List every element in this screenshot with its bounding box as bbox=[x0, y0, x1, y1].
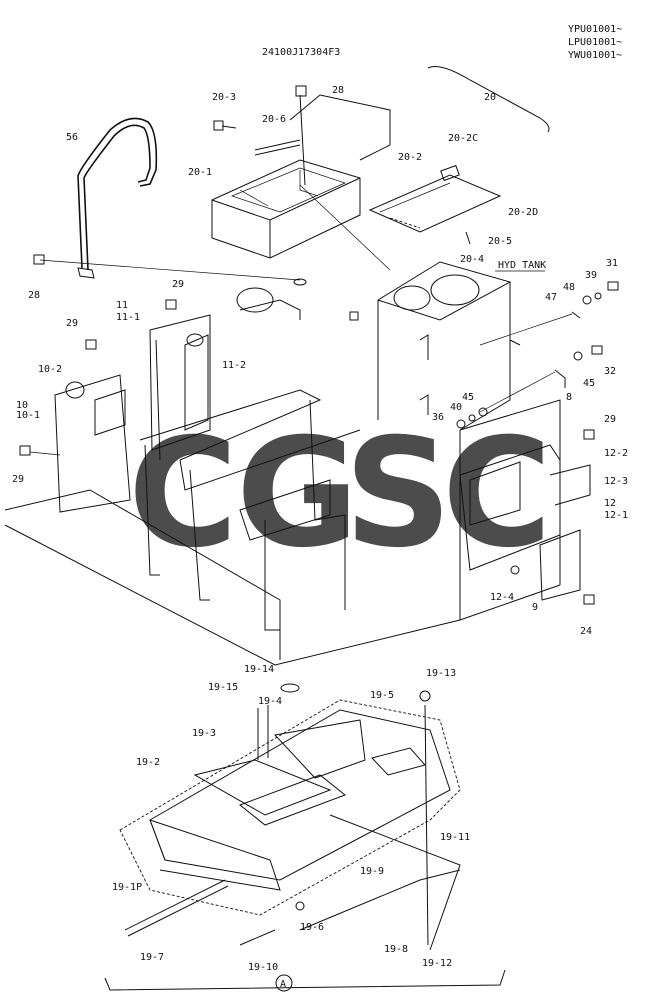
callout-19-7: 19-7 bbox=[140, 952, 164, 963]
callout-9: 9 bbox=[532, 602, 538, 613]
serial-number-3: YWU01001~ bbox=[568, 50, 622, 61]
callout-19-4: 19-4 bbox=[258, 696, 282, 707]
callout-12-1: 12-1 bbox=[604, 510, 628, 521]
view-a-marker bbox=[275, 974, 293, 992]
callout-28-left: 28 bbox=[28, 290, 40, 301]
callout-19-14: 19-14 bbox=[244, 664, 274, 675]
callout-19-15: 19-15 bbox=[208, 682, 238, 693]
callout-29-c: 29 bbox=[12, 474, 24, 485]
seat-assembly bbox=[104, 683, 506, 991]
callout-10: 10 bbox=[16, 400, 28, 411]
callout-48: 48 bbox=[563, 282, 575, 293]
callout-20-3: 20-3 bbox=[212, 92, 236, 103]
callout-20-5: 20-5 bbox=[488, 236, 512, 247]
callout-12: 12 bbox=[604, 498, 616, 509]
watermark: C G S C bbox=[128, 407, 552, 581]
callout-39: 39 bbox=[585, 270, 597, 281]
callout-19-9: 19-9 bbox=[360, 866, 384, 877]
battery-box-assembly bbox=[39, 85, 502, 286]
callout-20-2d: 20-2D bbox=[508, 207, 538, 218]
callout-19-3: 19-3 bbox=[192, 728, 216, 739]
callout-20: 20 bbox=[484, 92, 496, 103]
left-cover-panels bbox=[19, 299, 211, 513]
callout-45-mid: 45 bbox=[462, 392, 474, 403]
callout-20-4: 20-4 bbox=[460, 254, 484, 265]
callout-19-2: 19-2 bbox=[136, 757, 160, 768]
callout-8: 8 bbox=[566, 392, 572, 403]
callout-56: 56 bbox=[66, 132, 78, 143]
view-a-label: A bbox=[280, 979, 286, 990]
callout-10-2: 10-2 bbox=[38, 364, 62, 375]
callout-19-5: 19-5 bbox=[370, 690, 394, 701]
serial-number-2: LPU01001~ bbox=[568, 37, 622, 48]
callout-24: 24 bbox=[580, 626, 592, 637]
callout-29-d: 29 bbox=[604, 414, 616, 425]
callout-47: 47 bbox=[545, 292, 557, 303]
watermark-letter-2: G bbox=[236, 407, 359, 581]
watermark-letter-1: C bbox=[128, 407, 238, 581]
callout-29-b: 29 bbox=[66, 318, 78, 329]
callout-20-2c: 20-2C bbox=[448, 133, 478, 144]
callout-11-1: 11-1 bbox=[116, 312, 140, 323]
callout-10-1: 10-1 bbox=[16, 410, 40, 421]
hyd-tank-label: HYD TANK bbox=[498, 260, 546, 271]
callout-19-13: 19-13 bbox=[426, 668, 456, 679]
callout-45-right: 45 bbox=[583, 378, 595, 389]
callout-36: 36 bbox=[432, 412, 444, 423]
callout-32: 32 bbox=[604, 366, 616, 377]
handrail bbox=[77, 117, 158, 279]
callout-31: 31 bbox=[606, 258, 618, 269]
drawing-number: 24100J17304F3 bbox=[262, 47, 340, 58]
callout-19-12: 19-12 bbox=[422, 958, 452, 969]
callout-28-top: 28 bbox=[332, 85, 344, 96]
serial-number-1: YPU01001~ bbox=[568, 24, 622, 35]
hydraulic-tank bbox=[377, 261, 521, 431]
callout-20-1: 20-1 bbox=[188, 167, 212, 178]
callout-19-6: 19-6 bbox=[300, 922, 324, 933]
watermark-letter-3: S bbox=[344, 407, 452, 581]
callout-19-1p: 19-1P bbox=[112, 882, 142, 893]
callout-20-2: 20-2 bbox=[398, 152, 422, 163]
callout-40: 40 bbox=[450, 402, 462, 413]
callout-12-3: 12-3 bbox=[604, 476, 628, 487]
callout-19-8: 19-8 bbox=[384, 944, 408, 955]
callout-19-10: 19-10 bbox=[248, 962, 278, 973]
callout-29-a: 29 bbox=[172, 279, 184, 290]
callout-19-11: 19-11 bbox=[440, 832, 470, 843]
callout-12-4: 12-4 bbox=[490, 592, 514, 603]
callout-11-2: 11-2 bbox=[222, 360, 246, 371]
watermark-letter-4: C bbox=[442, 407, 552, 581]
washer-set bbox=[456, 281, 619, 429]
callout-12-2: 12-2 bbox=[604, 448, 628, 459]
callout-11: 11 bbox=[116, 300, 128, 311]
callout-20-6: 20-6 bbox=[262, 114, 286, 125]
group-bracket-20 bbox=[427, 66, 550, 133]
upper-frame bbox=[4, 287, 561, 666]
right-cover-plate bbox=[459, 429, 595, 605]
